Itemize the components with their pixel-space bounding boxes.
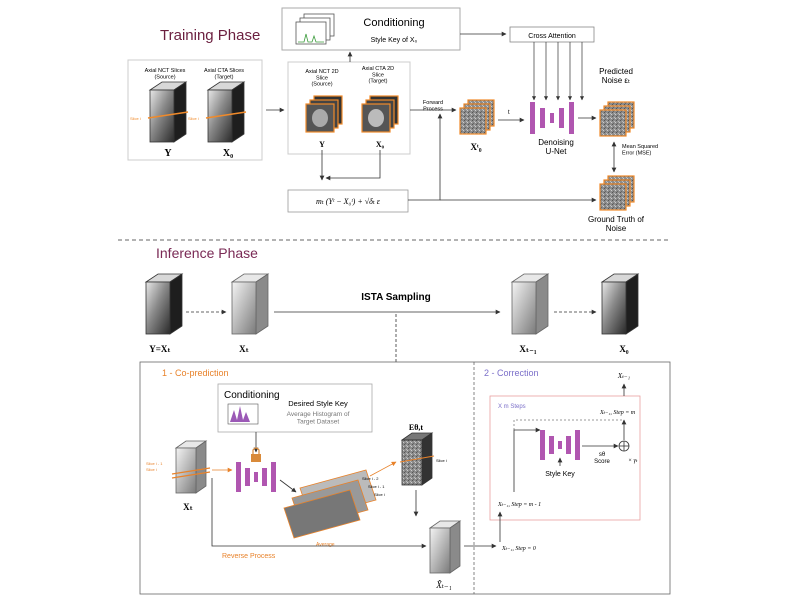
style-key-label: Style Key — [545, 471, 575, 478]
noisy-slice-stack — [459, 99, 495, 135]
xhat-label: X̂ₜ₋₁ — [435, 580, 452, 590]
detail-box — [139, 361, 671, 595]
step-m1-label: Xₜ₋₁, Step = m - 1 — [497, 502, 541, 508]
ista-label: ISTA Sampling — [361, 292, 430, 303]
x-m-steps-label: X m Steps — [498, 404, 526, 410]
arrow-stack-to-e — [369, 461, 397, 477]
step-0-label: Xₜ₋₁, Step = 0 — [501, 546, 536, 552]
slice-2d-box — [287, 61, 411, 155]
desired-style-key: Desired Style Key — [288, 399, 348, 408]
target-slices-label: Axial CTA Slices(Target) — [204, 68, 244, 80]
y-small-label: Y — [319, 140, 325, 149]
slice-tag-y: Slice i — [130, 116, 141, 121]
cross-attention-label: Cross Attention — [528, 33, 576, 40]
e-slice-label: Slice i — [436, 458, 447, 463]
training-phase-title: Training Phase — [160, 27, 260, 44]
step-m-label: Xₜ₋₁, Step = m — [599, 410, 636, 416]
xt-noisy-label: Xᵗ₀ — [470, 142, 481, 152]
inference-phase-title: Inference Phase — [156, 245, 258, 261]
attention-arrows — [531, 42, 585, 101]
target-histogram-icon — [227, 403, 259, 425]
volume-x0 — [205, 81, 247, 143]
xt-coprediction-label: Xₜ — [183, 502, 193, 512]
correction-title: 2 - Correction — [484, 368, 539, 378]
xt-inference-label: Xₜ — [239, 344, 249, 354]
stack-label-1: Slice i - 2 — [362, 476, 379, 481]
arrow-x0-to-formula — [325, 150, 381, 181]
volume-x0-label: X₀ — [223, 148, 233, 159]
x0-inference-label: X₀ — [619, 344, 628, 354]
ground-truth-noise-stack — [599, 175, 635, 211]
conditioning-title-training: Conditioning — [363, 17, 424, 29]
arrow-formula-to-forward — [408, 113, 443, 201]
conditioning-title-inference: Conditioning — [224, 390, 280, 401]
stack-label-3: Slice i — [374, 492, 385, 497]
t-label: t — [508, 110, 510, 116]
nct-slice-stack — [305, 95, 343, 133]
xt1-inference-label: Xₜ₋₁ — [519, 344, 537, 354]
cross-attention-box — [509, 26, 595, 43]
cta-slice-stack — [361, 95, 399, 133]
coprediction-title: 1 - Co-prediction — [162, 368, 229, 378]
arrow-unet-to-stack — [279, 479, 297, 493]
stack-label-2: Slice i - 1 — [368, 484, 385, 489]
averaged-slice-stack — [283, 469, 377, 539]
volume-e-theta — [399, 432, 435, 486]
correction-loop-box — [489, 395, 641, 521]
sum-node-icon — [618, 440, 630, 452]
arrow-into-unet-correction — [513, 427, 541, 492]
predicted-noise-stack — [599, 101, 635, 137]
volume-xt1-inference — [510, 273, 550, 335]
volume-y-xt — [144, 273, 184, 335]
volume-y — [147, 81, 189, 143]
arrow-loop-feedback — [513, 419, 624, 430]
unet-icon-training — [530, 102, 574, 134]
lock-icon — [251, 447, 261, 462]
reverse-process-label: Reverse Process — [222, 553, 276, 560]
volume-xhat — [428, 520, 462, 574]
y-xt-label: Y=Xₜ — [149, 344, 170, 354]
volume-x0-inference — [600, 273, 640, 335]
unet-icon-coprediction — [236, 462, 276, 492]
x0-small-label: X₀ — [376, 140, 385, 149]
volume-input-box — [127, 59, 263, 161]
reverse-process-arrow — [211, 478, 427, 549]
gamma-label: × γₜ — [628, 458, 638, 464]
average-label: Average — [316, 542, 335, 548]
histogram-stack-icon — [295, 13, 335, 45]
unet-icon-correction — [540, 430, 580, 460]
formula-box — [287, 189, 409, 213]
formula-label: mₜ (Yᵗ − X₀ᵗ) + √δₜ ε — [316, 197, 381, 206]
volume-y-label: Y — [164, 148, 172, 159]
volume-xt-inference — [230, 273, 270, 335]
source-slices-label: Axial NCT Slices(Source) — [145, 68, 186, 80]
slice-tag-x0: Slice i — [188, 116, 199, 121]
slice-label-cp-2: Slice i — [146, 467, 157, 472]
e-theta-label: Eθ,t — [409, 423, 424, 432]
style-key-x0: Style Key of X₀ — [371, 37, 418, 44]
volume-xt-coprediction — [171, 440, 211, 494]
correction-top-label: Xₜ₋₁ — [617, 372, 630, 380]
slice-label-cp-1: Slice i - 1 — [146, 461, 163, 466]
